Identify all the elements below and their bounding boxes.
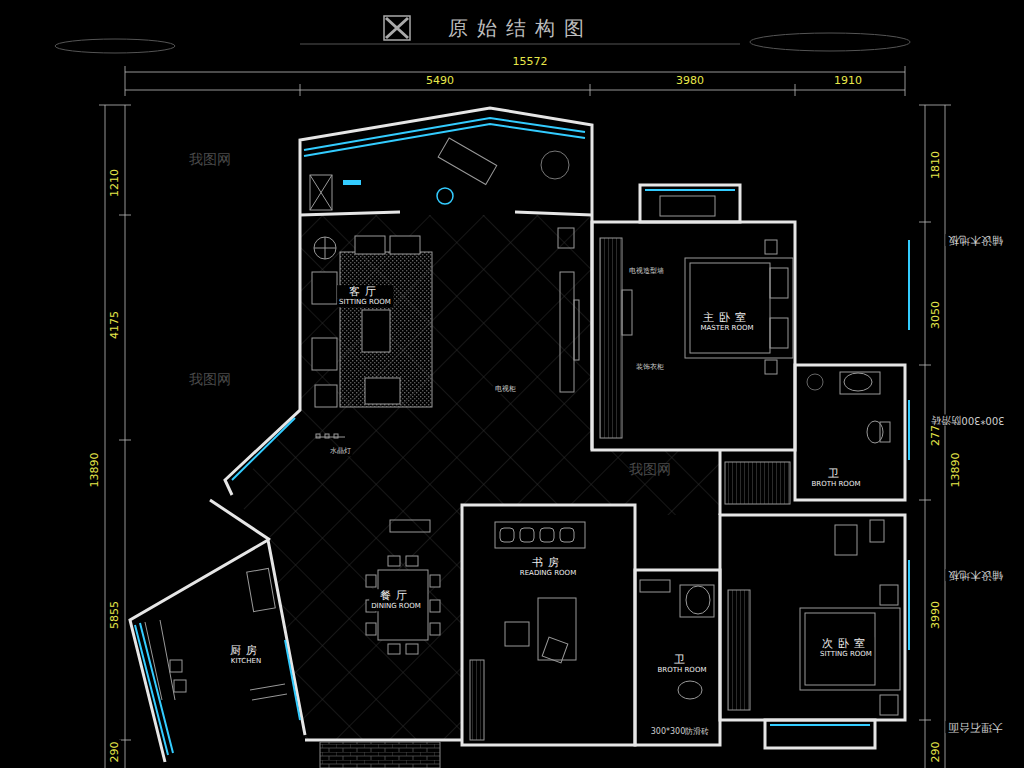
watermark: 我图网 (187, 372, 233, 387)
room-name: 客厅 (337, 285, 393, 298)
room-label: 客厅SITTING ROOM (337, 285, 393, 307)
dimension: 3990 (930, 599, 942, 631)
room-label: 主卧室MASTER ROOM (699, 311, 756, 333)
note: 电视造型墙 (627, 268, 666, 276)
room-name-en: DINING ROOM (369, 602, 423, 610)
dimension: 4175 (109, 309, 121, 341)
room-name: 次卧室 (818, 637, 874, 650)
dimension: 290 (930, 740, 942, 765)
note: 水晶灯 (328, 448, 353, 456)
watermark: 我图网 (187, 152, 233, 167)
note: 装饰衣柜 (634, 364, 666, 372)
note: 大理石台面 (946, 721, 1005, 733)
watermark: 我图网 (627, 462, 673, 477)
plan-title: 原始结构图 (448, 17, 593, 39)
room-label: 卫BROTH ROOM (656, 653, 709, 675)
dimension: 3980 (674, 75, 706, 87)
room-name: 卫 (656, 653, 709, 666)
dimension: 1210 (109, 167, 121, 199)
room-name-en: READING ROOM (518, 569, 578, 577)
dimension: 1810 (930, 149, 942, 181)
room-name-en: MASTER ROOM (699, 324, 756, 332)
dimension: 3050 (930, 299, 942, 331)
note: 铺设木地板 (946, 569, 1005, 581)
note: 300*300防滑砖 (649, 728, 712, 737)
room-name: 厨房 (228, 644, 264, 657)
room-name: 餐厅 (369, 589, 423, 602)
room-name: 书房 (518, 556, 578, 569)
room-label: 卫BROTH ROOM (810, 467, 863, 489)
note: 电视柜 (493, 386, 518, 394)
dimension: 13890 (950, 451, 962, 490)
room-name: 卫 (810, 467, 863, 480)
dimension: 1910 (832, 75, 864, 87)
room-label: 厨房KITCHEN (228, 644, 264, 666)
room-name-en: KITCHEN (228, 657, 264, 665)
dimension: 15572 (511, 56, 550, 68)
dimension: 13890 (89, 451, 101, 490)
room-name-en: BROTH ROOM (656, 666, 709, 674)
dimension: 5855 (109, 599, 121, 631)
room-name: 主卧室 (699, 311, 756, 324)
note: 300*300防滑砖 (929, 415, 1006, 426)
room-name-en: BROTH ROOM (810, 480, 863, 488)
room-label: 次卧室SITTING ROOM (818, 637, 874, 659)
room-name-en: SITTING ROOM (337, 298, 393, 306)
dimension: 5490 (424, 75, 456, 87)
room-label: 餐厅DINING ROOM (369, 589, 423, 611)
note: 铺设木地板 (946, 234, 1005, 246)
room-name-en: SITTING ROOM (818, 650, 874, 658)
room-label: 书房READING ROOM (518, 556, 578, 578)
dimension: 290 (109, 740, 121, 765)
